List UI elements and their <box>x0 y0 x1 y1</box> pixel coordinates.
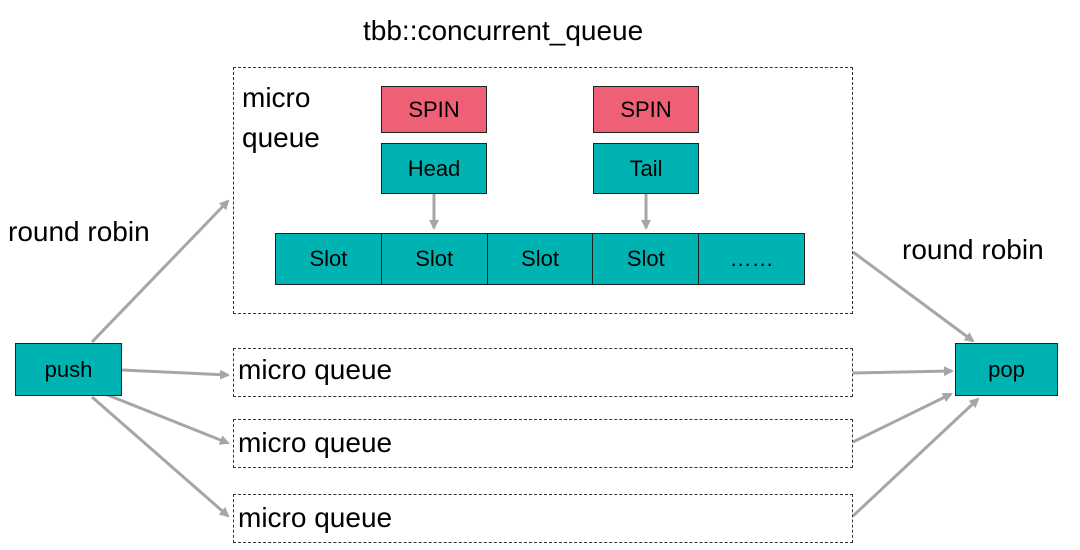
tail-spin-lock: SPIN <box>593 86 699 133</box>
arrow-push-to-micro-queue-1 <box>121 368 230 380</box>
slot-label: Slot <box>521 246 559 271</box>
arrow-main-queue-to-pop <box>852 250 975 343</box>
push-box: push <box>15 343 122 396</box>
main-micro-queue-container <box>233 67 853 314</box>
slot-cell: Slot <box>592 233 699 285</box>
pop-box: pop <box>955 343 1058 396</box>
micro-queue-3: micro queue <box>233 494 853 543</box>
micro-queue-1-label: micro queue <box>238 354 393 385</box>
arrow-push-to-micro-queue-2 <box>99 390 230 445</box>
head-label: Head <box>407 155 461 181</box>
right-round-robin-label: round robin <box>902 234 1044 265</box>
arrow-micro-queue-2-to-pop <box>852 392 953 444</box>
arrow-push-to-micro-queue-3 <box>91 395 230 518</box>
slot-cell-ellipsis: …… <box>698 233 805 285</box>
push-label: push <box>44 356 93 382</box>
head-spin-label: SPIN <box>408 96 460 122</box>
slot-label: …… <box>729 246 774 271</box>
head-spin-lock: SPIN <box>381 86 487 133</box>
micro-queue-2: micro queue <box>233 419 853 468</box>
arrow-push-to-main-queue <box>90 199 230 344</box>
micro-queue-label-line1: micro <box>242 82 311 113</box>
micro-queue-2-label: micro queue <box>238 427 393 458</box>
tail-label: Tail <box>629 155 663 181</box>
tail-pointer-box: Tail <box>593 143 699 194</box>
micro-queue-label-line2: queue <box>242 122 320 153</box>
head-pointer-box: Head <box>381 143 487 194</box>
arrow-micro-queue-3-to-pop <box>851 397 980 518</box>
pop-label: pop <box>988 356 1025 382</box>
slot-label: Slot <box>309 246 348 271</box>
slot-label: Slot <box>415 246 454 271</box>
slot-array: Slot Slot Slot Slot …… <box>275 233 805 285</box>
diagram-title: tbb::concurrent_queue <box>363 15 644 46</box>
micro-queue-3-label: micro queue <box>238 502 393 533</box>
slot-cell: Slot <box>486 233 593 285</box>
slot-cell: Slot <box>275 233 381 285</box>
arrow-micro-queue-1-to-pop <box>852 366 954 377</box>
tail-spin-label: SPIN <box>620 96 672 122</box>
micro-queue-1: micro queue <box>233 348 853 397</box>
slot-label: Slot <box>626 246 665 271</box>
slot-cell: Slot <box>380 233 487 285</box>
left-round-robin-label: round robin <box>8 216 150 247</box>
